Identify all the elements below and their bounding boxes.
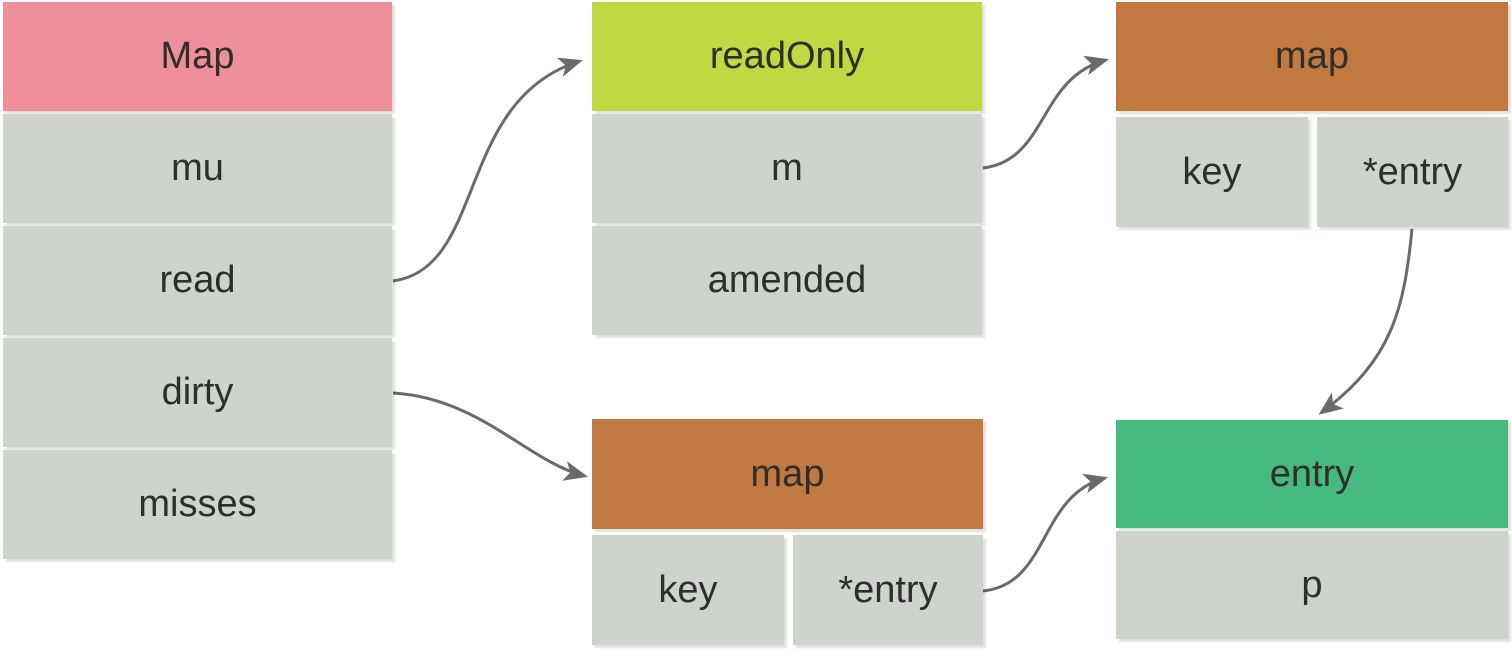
field-p: p bbox=[1116, 531, 1508, 639]
node-map-top-header: map bbox=[1116, 2, 1508, 111]
node-map-struct: Map mu read dirty misses bbox=[3, 2, 392, 562]
field-entry-ptr-bottom: *entry bbox=[793, 535, 983, 645]
node-entry-header: entry bbox=[1116, 420, 1508, 528]
arrow-dirty-to-map-bottom bbox=[392, 391, 588, 481]
field-dirty: dirty bbox=[3, 338, 392, 447]
arrow-m-to-map-top bbox=[982, 55, 1109, 170]
arrow-read-to-readonly bbox=[392, 57, 583, 283]
node-readonly-header: readOnly bbox=[592, 2, 982, 111]
field-entry-ptr-top: *entry bbox=[1317, 117, 1508, 227]
node-map-struct-header: Map bbox=[3, 2, 392, 111]
node-map-bottom: map key *entry bbox=[592, 419, 983, 645]
arrow-entry-ptr-top-to-entry bbox=[1318, 228, 1414, 415]
field-misses: misses bbox=[3, 450, 392, 559]
field-amended: amended bbox=[592, 226, 982, 335]
field-read: read bbox=[3, 226, 392, 335]
field-key-top: key bbox=[1116, 117, 1308, 227]
node-readonly-struct: readOnly m amended bbox=[592, 2, 982, 338]
arrow-entry-ptr-bottom-to-entry bbox=[982, 473, 1108, 593]
node-entry-struct: entry p bbox=[1116, 420, 1508, 642]
field-m: m bbox=[592, 114, 982, 223]
field-key-bottom: key bbox=[592, 535, 784, 645]
field-mu: mu bbox=[3, 114, 392, 223]
node-map-top: map key *entry bbox=[1116, 2, 1508, 227]
node-map-bottom-header: map bbox=[592, 419, 983, 529]
